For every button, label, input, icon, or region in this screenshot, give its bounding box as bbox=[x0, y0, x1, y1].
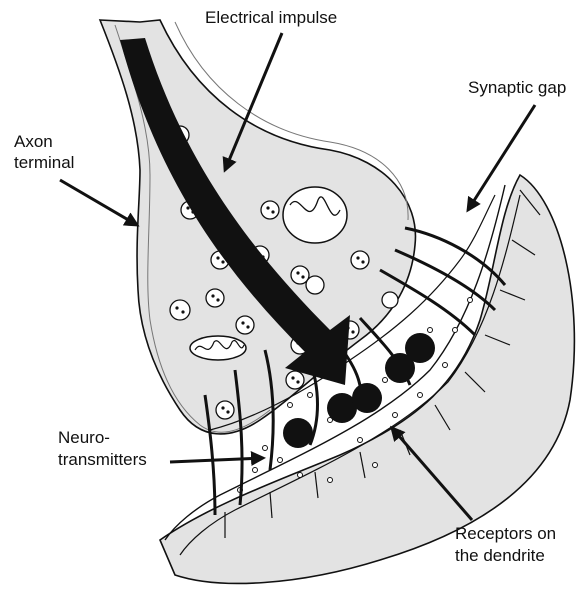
label-synaptic-gap: Synaptic gap bbox=[468, 78, 566, 98]
mitochondrion-upper bbox=[283, 187, 347, 243]
label-axon-terminal-line2: terminal bbox=[14, 153, 74, 173]
label-neurotransmitters-line2: transmitters bbox=[58, 450, 147, 470]
label-axon-terminal-line1: Axon bbox=[14, 132, 53, 152]
label-neurotransmitters-line1: Neuro- bbox=[58, 428, 110, 448]
arrow-neurotransmitters bbox=[170, 458, 263, 462]
arrow-axon-terminal bbox=[60, 180, 137, 225]
label-electrical-impulse: Electrical impulse bbox=[205, 8, 337, 28]
mitochondrion-lower bbox=[190, 336, 246, 360]
label-receptors-line1: Receptors on bbox=[455, 524, 556, 544]
label-receptors-line2: the dendrite bbox=[455, 546, 545, 566]
